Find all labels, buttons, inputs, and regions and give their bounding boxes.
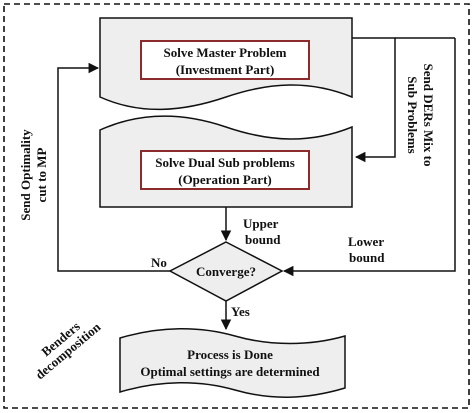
upper-bound-label-2: bound <box>245 232 281 247</box>
process-done-subtitle: Optimal settings are determined <box>140 364 320 379</box>
lower-bound-label-1: Lower <box>348 234 384 249</box>
yes-label: Yes <box>231 304 250 319</box>
no-label: No <box>151 255 167 270</box>
send-ders-connector <box>352 37 396 163</box>
sub-problem-title: Solve Dual Sub problems <box>155 155 295 170</box>
send-ders-label-1: Send DERs Mix to <box>421 64 436 167</box>
send-optimality-label-1: Send Optimality <box>18 129 33 221</box>
sub-problem-subtitle: (Operation Part) <box>178 172 272 187</box>
process-done-title: Process is Done <box>187 347 273 362</box>
master-problem-box <box>140 40 310 80</box>
outer-dashed-frame <box>3 3 470 409</box>
lower-bound-connector <box>282 38 456 277</box>
sub-problem-box <box>140 150 310 190</box>
send-ders-label-2: Sub Problems <box>405 76 420 153</box>
master-problem-subtitle: (Investment Part) <box>176 62 275 77</box>
process-done-shape <box>119 327 346 399</box>
optimality-cut-connector <box>57 62 170 272</box>
upper-bound-label-1: Upper <box>243 216 279 231</box>
converge-label: Converge? <box>196 264 256 279</box>
send-optimality-label-2: cut to MP <box>34 148 49 203</box>
master-problem-title: Solve Master Problem <box>164 45 287 60</box>
lower-bound-label-2: bound <box>349 250 385 265</box>
